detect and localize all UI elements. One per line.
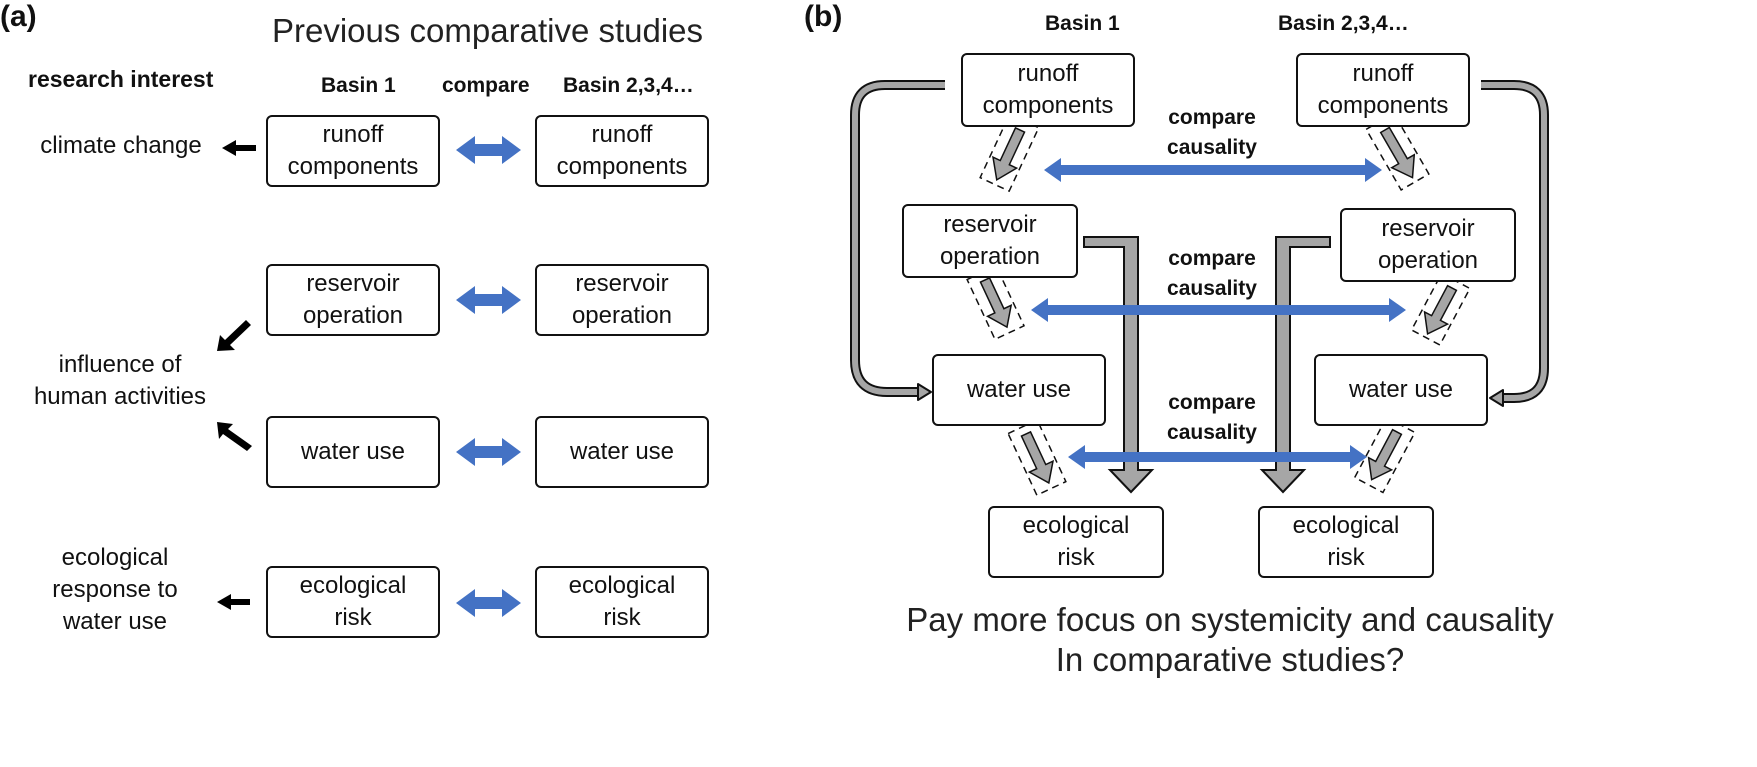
b-compare-arrows <box>1031 158 1406 469</box>
arrow-down-left-icon <box>217 320 251 351</box>
double-arrow-icon <box>456 286 521 314</box>
box-line: water use <box>569 438 675 465</box>
box-line: water use <box>1348 376 1454 403</box>
box-line: operation <box>1377 247 1479 274</box>
box-line: runoff <box>322 121 384 148</box>
interest-line: response to <box>52 576 178 603</box>
box-line: water use <box>966 376 1072 403</box>
box-line: reservoir <box>943 211 1037 238</box>
b-long-arrows <box>1083 236 1331 494</box>
a-basin1-wateruse-box: water use <box>266 416 440 488</box>
footer-line-1: Pay more focus on systemicity and causal… <box>906 601 1554 638</box>
arrowhead-icon <box>917 383 932 401</box>
box-line: operation <box>571 302 673 329</box>
interest-line: ecological <box>61 544 169 571</box>
interest-ecological-response: ecological response to water use <box>30 542 200 638</box>
a-interest-arrows <box>217 140 256 610</box>
b-basin-others-wateruse-box: water use <box>1314 354 1488 426</box>
box-line: risk <box>334 604 372 631</box>
b-loop-arrows <box>850 80 1549 407</box>
arrow-left-icon <box>217 594 250 610</box>
compare-line: compare <box>1168 106 1256 129</box>
research-interest-header: research interest <box>28 66 214 92</box>
interest-climate-change: climate change <box>30 130 212 162</box>
b-basin1-wateruse-box: water use <box>932 354 1106 426</box>
b-basin1-ecorisk-box: ecological risk <box>988 506 1164 578</box>
a-compare-arrows <box>456 136 521 617</box>
b-basin-others-ecorisk-box: ecological risk <box>1258 506 1434 578</box>
box-line: risk <box>603 604 641 631</box>
compare-line: compare <box>1168 247 1256 270</box>
double-arrow-icon <box>1044 158 1382 182</box>
compare-line: causality <box>1167 277 1257 300</box>
panel-b-footer: Pay more focus on systemicity and causal… <box>880 600 1580 680</box>
panel-a-label: (a) <box>0 0 37 33</box>
basin-others-header: Basin 2,3,4… <box>563 74 694 97</box>
interest-line: water use <box>62 608 168 635</box>
box-line: components <box>287 153 419 180</box>
a-basin1-ecorisk-box: ecological risk <box>266 566 440 638</box>
b-basin-others-runoff-box: runoff components <box>1296 53 1470 127</box>
box-line: operation <box>302 302 404 329</box>
double-arrow-icon <box>1068 445 1367 469</box>
panel-b-label: (b) <box>804 0 843 33</box>
double-arrow-icon <box>456 589 521 617</box>
interest-line: climate change <box>40 132 202 159</box>
box-line: reservoir <box>1381 215 1475 242</box>
box-line: water use <box>300 438 406 465</box>
panel-a-title: Previous comparative studies <box>272 12 704 49</box>
compare-line: causality <box>1167 421 1257 444</box>
long-arrow-right-basin <box>1259 236 1331 494</box>
b-basin-1-header: Basin 1 <box>1045 12 1120 35</box>
box-line: risk <box>1057 544 1095 571</box>
b-basin1-runoff-box: runoff components <box>961 53 1135 127</box>
double-arrow-icon <box>1031 298 1406 322</box>
interest-human-activities: influence of human activities <box>20 349 220 413</box>
b-basin-others-reservoir-box: reservoir operation <box>1340 208 1516 282</box>
box-line: runoff <box>1017 60 1079 87</box>
compare-causality-label-1: compare causality <box>1150 103 1274 163</box>
box-line: components <box>1317 92 1449 119</box>
a-basin-others-ecorisk-box: ecological risk <box>535 566 709 638</box>
arrow-left-icon <box>222 140 256 156</box>
compare-line: causality <box>1167 136 1257 159</box>
basin-1-header: Basin 1 <box>321 74 396 97</box>
box-line: components <box>982 92 1114 119</box>
double-arrow-icon <box>456 438 521 466</box>
arrowhead-icon <box>1489 389 1504 407</box>
compare-header: compare <box>442 74 530 97</box>
box-line: operation <box>939 243 1041 270</box>
box-line: ecological <box>568 572 676 599</box>
box-line: reservoir <box>306 270 400 297</box>
box-line: ecological <box>1292 512 1400 539</box>
compare-causality-label-3: compare causality <box>1150 388 1274 448</box>
interest-line: human activities <box>33 383 207 410</box>
flow-arrow-wateruse-to-ecorisk-b1 <box>1007 418 1067 497</box>
box-line: runoff <box>591 121 653 148</box>
a-basin1-reservoir-box: reservoir operation <box>266 264 440 336</box>
compare-causality-label-2: compare causality <box>1150 244 1274 304</box>
a-basin1-runoff-box: runoff components <box>266 115 440 187</box>
a-basin-others-runoff-box: runoff components <box>535 115 709 187</box>
b-basin-others-header: Basin 2,3,4… <box>1278 12 1409 35</box>
arrow-up-left-icon <box>217 422 252 451</box>
flow-arrow-reservoir-to-wateruse-b2 <box>1410 272 1471 346</box>
interest-line: influence of <box>58 351 182 378</box>
box-line: ecological <box>299 572 407 599</box>
long-arrow-left-basin <box>1083 236 1155 494</box>
box-line: ecological <box>1022 512 1130 539</box>
footer-line-2: In comparative studies? <box>1055 641 1405 678</box>
b-basin1-reservoir-box: reservoir operation <box>902 204 1078 278</box>
box-line: components <box>556 153 688 180</box>
double-arrow-icon <box>456 136 521 164</box>
box-line: runoff <box>1352 60 1414 87</box>
box-line: risk <box>1327 544 1365 571</box>
compare-line: compare <box>1168 391 1256 414</box>
a-basin-others-reservoir-box: reservoir operation <box>535 264 709 336</box>
a-basin-others-wateruse-box: water use <box>535 416 709 488</box>
box-line: reservoir <box>575 270 669 297</box>
